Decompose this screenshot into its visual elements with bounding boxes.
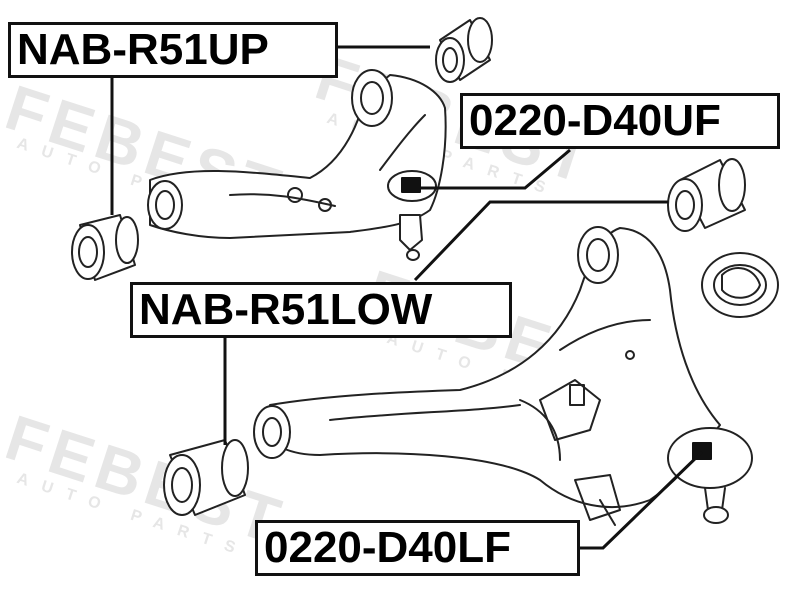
upper-bushing-part: [435, 17, 493, 83]
label-lower-balljoint: 0220-D40LF: [255, 520, 580, 576]
leader-lines: [110, 45, 704, 550]
upper-arm-front-eye: [147, 180, 183, 230]
lower-arm-rear-eye: [577, 226, 619, 284]
label-upper-balljoint: 0220-D40UF: [460, 93, 780, 149]
lower-ball-joint: [667, 427, 753, 524]
label-upper-bushing: NAB-R51UP: [8, 22, 338, 78]
lower-bushing-part: [163, 439, 249, 516]
upper-arm-rear-eye: [351, 69, 393, 127]
leader-lower-bushing: [413, 200, 668, 282]
lower-control-arm: [253, 226, 721, 526]
spring-seat-part: [701, 252, 779, 318]
leader-upper-balljoint: [420, 148, 571, 190]
lower-bushing-right-part: [667, 158, 746, 232]
upper-ball-joint: [387, 170, 437, 202]
upper-bushing-left-part: [71, 214, 139, 281]
leader-lower-balljoint: [580, 450, 704, 550]
upper-control-arm: [147, 69, 447, 261]
lower-arm-front-eye: [253, 405, 291, 459]
label-lower-bushing: NAB-R51LOW: [130, 282, 512, 338]
